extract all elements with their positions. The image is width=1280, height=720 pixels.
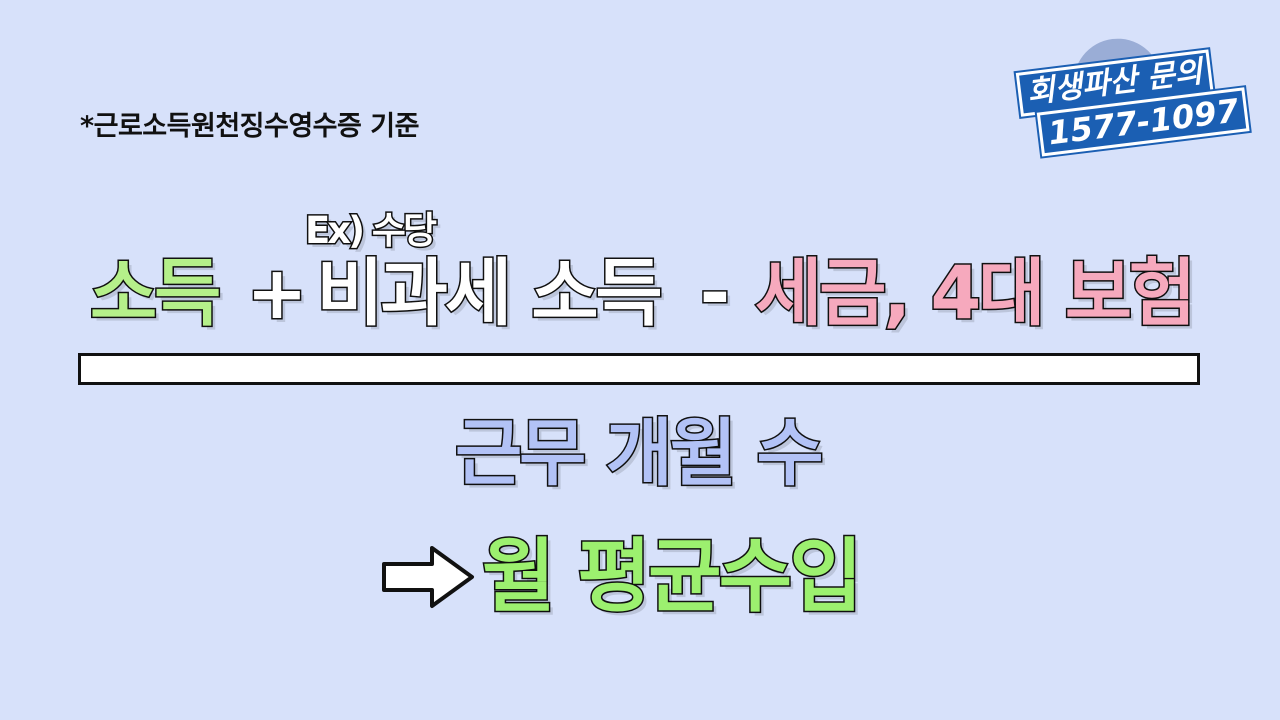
nontaxable-term: 비과세 소득 xyxy=(315,250,664,338)
minus-sign: - xyxy=(698,250,731,338)
plus-sign: + xyxy=(245,250,309,338)
formula-denominator: 근무 개월 수 xyxy=(454,410,826,498)
contact-badge: 회생파산 문의 1577-1097 xyxy=(1009,25,1250,161)
income-term: 소득 xyxy=(88,250,222,338)
source-note: *근로소득원천징수영수증 기준 xyxy=(80,111,419,142)
deductions-term: 세금, 4대 보험 xyxy=(754,250,1198,338)
example-label: Ex) 수당 xyxy=(303,208,438,254)
arrow-right-icon xyxy=(382,546,474,608)
result-label: 월 평균수입 xyxy=(481,529,865,625)
formula-numerator: 소득 +비과세 소득-세금, 4대 보험 xyxy=(88,244,1198,344)
fraction-bar xyxy=(78,353,1200,385)
